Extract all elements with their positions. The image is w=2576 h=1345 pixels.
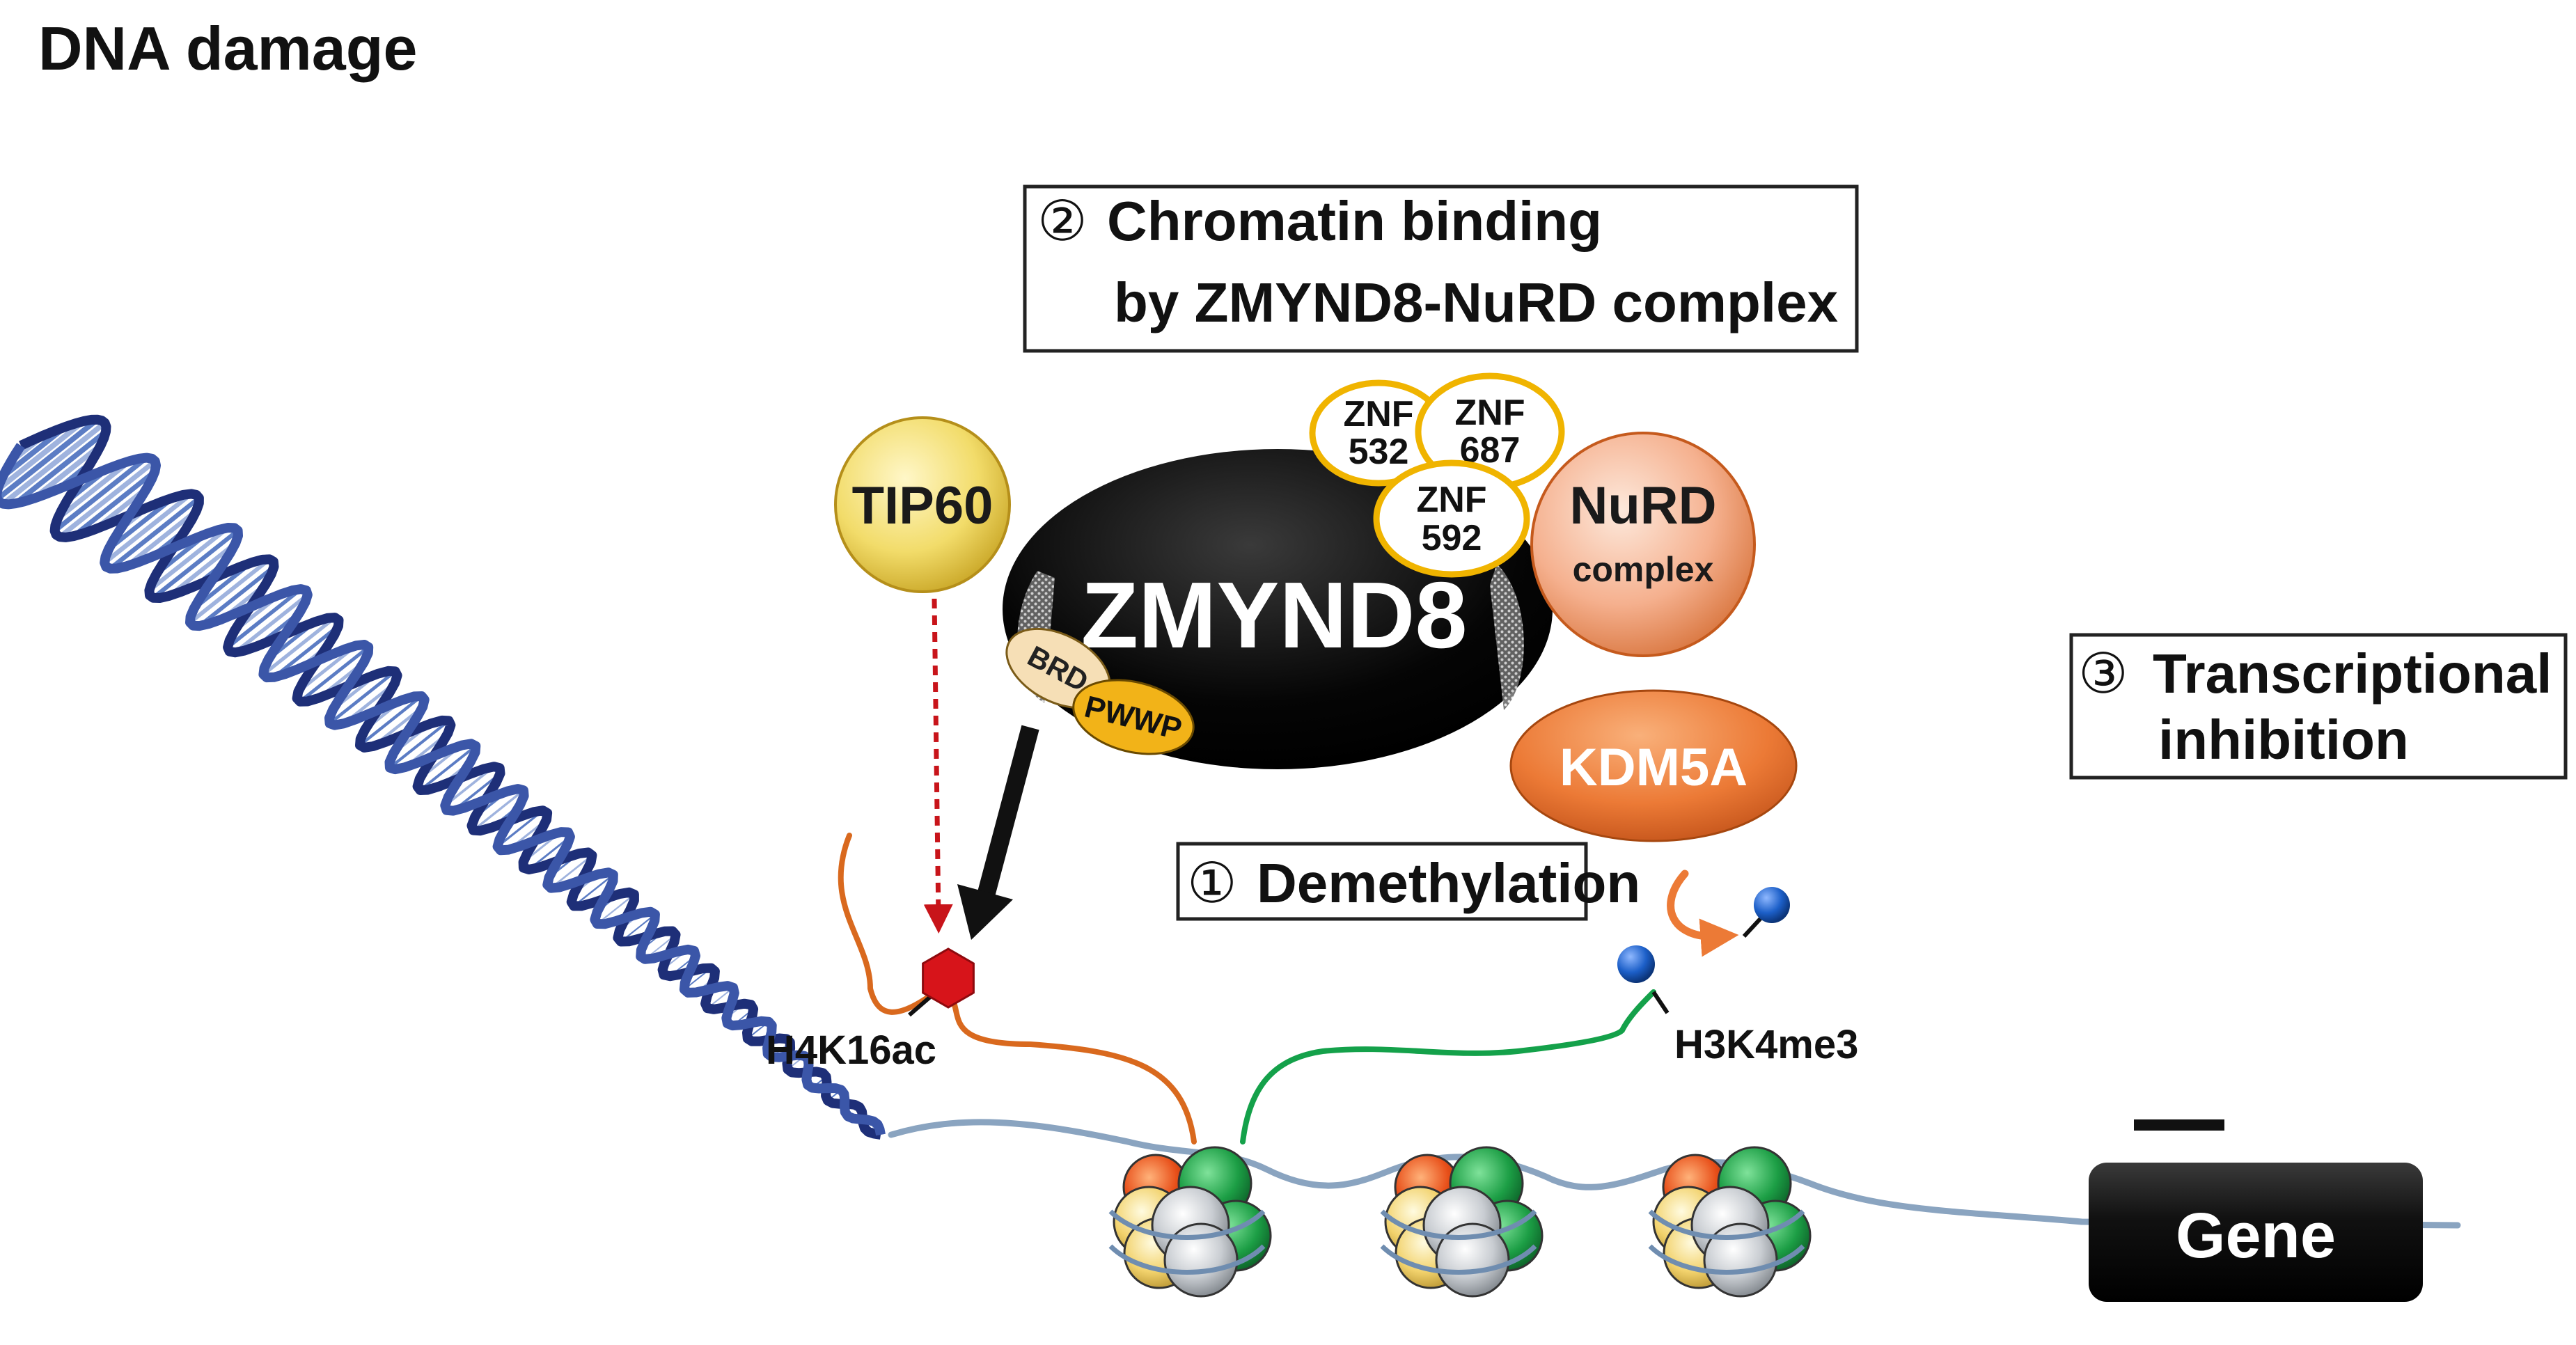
- chromatin-binding-line2: by ZMYND8-NuRD complex: [1114, 272, 1838, 333]
- helix-base-pair: [388, 719, 450, 769]
- helix-base-pair: [53, 455, 148, 533]
- helix-base-pair: [272, 624, 340, 679]
- tip60-protein: [834, 416, 1011, 593]
- helix-backbone: [0, 443, 886, 1136]
- kdm5a-label: KDM5A: [1560, 738, 1748, 797]
- znf592-line1: ZNF: [1416, 480, 1486, 520]
- helix-base-pair: [597, 893, 635, 925]
- h3-tail: [1240, 989, 1656, 1145]
- gene-box: [2089, 1163, 2423, 1302]
- nurd-complex: [1530, 432, 1756, 657]
- dna-wrap: [1108, 1209, 1266, 1275]
- helix-base-pair: [329, 670, 397, 725]
- chromatin-binding-line1: Chromatin binding: [1107, 190, 1602, 252]
- histone-subunit: [1703, 1222, 1778, 1298]
- helix-base-pair: [13, 429, 108, 506]
- transcriptional-inhibition-line1: Transcriptional: [2153, 643, 2552, 705]
- helix-base-pair: [233, 593, 309, 654]
- demethylation-box: [1176, 842, 1588, 921]
- methyl-mark-released: [1754, 887, 1790, 923]
- chromatin-binding-box: [1023, 184, 1859, 353]
- helix-base-pair: [189, 558, 272, 624]
- helix-base-pair: [573, 874, 614, 907]
- helix-base-pair: [152, 528, 239, 600]
- tip60-label: TIP60: [852, 476, 994, 535]
- nurd-label: NuRD: [1569, 476, 1716, 535]
- h3k4me3-label: H3K4me3: [1674, 1022, 1858, 1067]
- helix-base-pair: [58, 459, 157, 540]
- inhibition-bar: [2134, 1119, 2224, 1131]
- nucleosome-1: [1108, 1146, 1272, 1298]
- helix-base-pair: [472, 789, 525, 831]
- zmynd8-binding-arrow: [976, 725, 1039, 901]
- nurd-sublabel: complex: [1573, 550, 1714, 589]
- dna-helix: [0, 414, 886, 1140]
- dna-wrap: [1648, 1209, 1805, 1275]
- demethylation-arrow: [1667, 870, 1739, 957]
- helix-base-pair: [109, 496, 201, 571]
- diagram-title: DNA damage: [38, 14, 417, 83]
- h4-histone-tail: [838, 833, 1197, 1145]
- znf532-line1: ZNF: [1343, 394, 1413, 434]
- helix-base-pair: [56, 459, 132, 521]
- helix-base-pair: [419, 745, 477, 792]
- acetyl-mark: [922, 947, 975, 1009]
- demethylation-number: ①: [1187, 852, 1237, 914]
- znf532-line2: 532: [1349, 432, 1409, 472]
- h4k16ac-label: H4K16ac: [766, 1028, 936, 1073]
- helix-base-pair: [0, 417, 100, 501]
- zmynd8-label: ZMYND8: [1081, 563, 1467, 668]
- helix-base-pair: [1, 420, 107, 506]
- zmynd8-right-domain: [1490, 564, 1524, 710]
- znf592-line2: 592: [1422, 518, 1482, 558]
- nucleosome-2: [1380, 1146, 1544, 1298]
- kdm5a-protein: [1509, 689, 1798, 842]
- helix-base-pair: [103, 491, 193, 565]
- methyl-mark-bound: [1617, 945, 1655, 983]
- znf687-line1: ZNF: [1454, 393, 1525, 433]
- chromatin-binding-number: ②: [1037, 190, 1087, 252]
- helix-base-pair: [226, 587, 303, 649]
- helix-base-pair: [262, 616, 336, 676]
- helix-base-pair: [0, 418, 86, 491]
- demethylation-label: Demethylation: [1257, 852, 1640, 914]
- znf592-protein: ZNF 592: [1373, 459, 1530, 578]
- gene-label: Gene: [2176, 1200, 2336, 1271]
- tip60-acetylation-arrow: [923, 598, 953, 934]
- dna-wrap: [1380, 1209, 1537, 1275]
- transcriptional-inhibition-line2: inhibition: [2158, 709, 2409, 771]
- transcriptional-inhibition-number: ③: [2078, 643, 2128, 705]
- zmynd8-binding-arrowhead: [957, 884, 1013, 940]
- pwwp-domain: PWWP: [1072, 679, 1195, 755]
- transcriptional-inhibition-box: [2069, 633, 2568, 780]
- helix-base-pair: [72, 469, 157, 538]
- helix-base-pair: [299, 645, 370, 703]
- helix-base-pair: [148, 526, 230, 592]
- histone-subunit: [1435, 1222, 1510, 1298]
- helix-base-pair: [125, 508, 198, 569]
- helix-base-pair: [198, 565, 276, 628]
- methyl-stem: [1651, 991, 1670, 1014]
- histone-subunit: [1163, 1222, 1239, 1298]
- nucleosome-3: [1648, 1146, 1812, 1298]
- helix-base-pair: [359, 695, 423, 747]
- methyl-release-stem: [1742, 915, 1764, 938]
